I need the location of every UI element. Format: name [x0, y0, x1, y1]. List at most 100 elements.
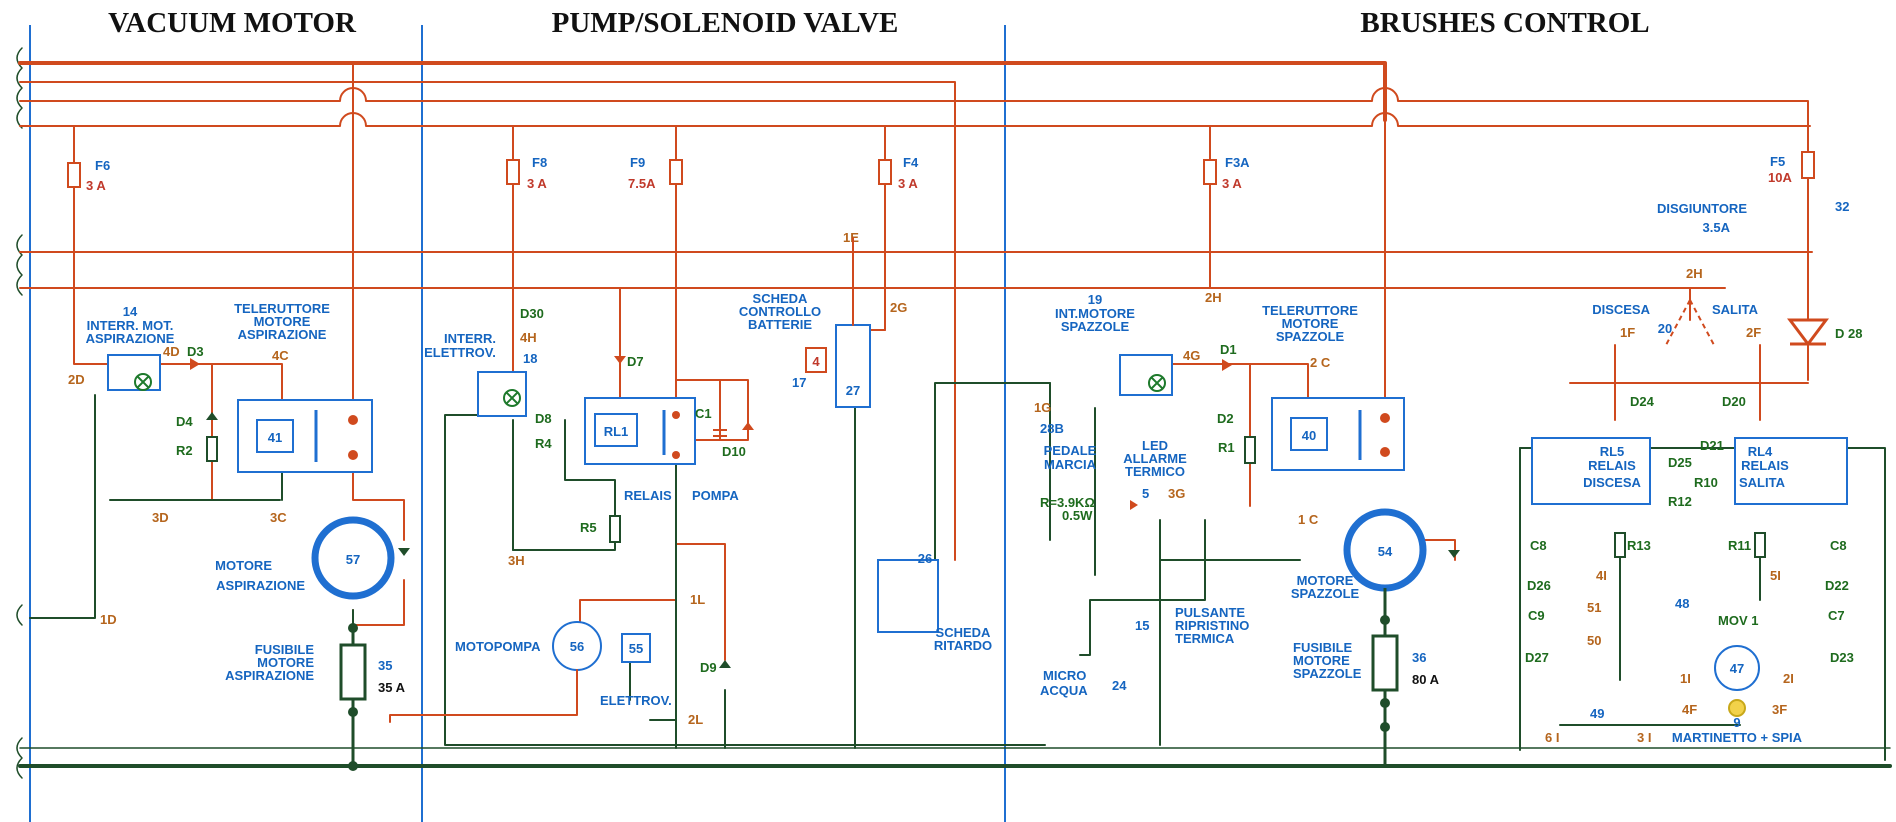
- node-2h-2: 2H: [1686, 266, 1703, 281]
- solenoid-55-label: ELETTROV.: [600, 693, 672, 708]
- fuse-f5: [1801, 151, 1815, 179]
- fuse-f6-rating: 3 A: [86, 178, 106, 193]
- resistor-value: R=3.9KΩ: [1040, 495, 1095, 510]
- section-separators: [29, 25, 1006, 822]
- led-5-label-3: TERMICO: [1125, 464, 1185, 479]
- switch-49-num: 49: [1590, 706, 1604, 721]
- diode-d9-icon: [719, 660, 731, 668]
- resistor-r5-label: R5: [580, 520, 597, 535]
- lamp-icon: [1148, 374, 1166, 392]
- capacitor-c7-label: C7: [1828, 608, 1845, 623]
- contactor-41-label-2: MOTORE: [254, 314, 311, 329]
- motor-57: [311, 516, 395, 600]
- relay-rl5-num: RL5: [1600, 444, 1625, 459]
- battery-control-label-3: BATTERIE: [748, 317, 812, 332]
- solenoid-55: [621, 633, 651, 663]
- breaker-32-label-2: 3.5A: [1703, 220, 1731, 235]
- node-4d: 4D: [163, 344, 180, 359]
- switch-18-label-1: INTERR.: [444, 331, 496, 346]
- section-title-pump-solenoid-valve: PUMP/SOLENOID VALVE: [552, 7, 899, 39]
- fuse-f8: [506, 159, 520, 185]
- node-4i: 4I: [1596, 568, 1607, 583]
- resistor-r11-label: R11: [1728, 538, 1751, 553]
- fuse-35-label-1: FUSIBILE: [255, 642, 315, 657]
- fuse-36-label-3: SPAZZOLE: [1293, 666, 1362, 681]
- jack-motor-47-num: 47: [1730, 661, 1744, 676]
- fuse-f5-id: F5: [1770, 154, 1785, 169]
- lamp-cross-icon: [136, 375, 150, 389]
- node-2g: 2G: [890, 300, 907, 315]
- diode-d8-label: D8: [535, 411, 552, 426]
- pedal-28-label-1: PEDALE: [1044, 443, 1097, 458]
- diode-d10-label: D10: [722, 444, 746, 459]
- diode-d2-label: D2: [1217, 411, 1234, 426]
- contactor-41-coil: [256, 419, 294, 453]
- switch-19-label-1: INT.MOTORE: [1055, 306, 1135, 321]
- node-1e: 1E: [843, 230, 859, 245]
- fuse-f5-rating: 10A: [1768, 170, 1792, 185]
- diode-d24-label: D24: [1630, 394, 1655, 409]
- contactor-40-num: 40: [1302, 428, 1316, 443]
- relay-rl5-label-2: DISCESA: [1583, 475, 1641, 490]
- pump-motor-56-num: 56: [570, 639, 584, 654]
- lamp-icon: [503, 389, 521, 407]
- battery-control-27: [835, 324, 871, 408]
- relay-rl5-box: [1531, 437, 1651, 505]
- relay-rl5-label-1: RELAIS: [1588, 458, 1636, 473]
- diode-d28-icon: [1787, 318, 1829, 347]
- fuse-f9: [669, 159, 683, 185]
- power-buses: [18, 61, 1813, 561]
- node-2h: 2H: [1205, 290, 1222, 305]
- relay-rl1-coil: [594, 413, 638, 447]
- fuse-f6-id: F6: [95, 158, 110, 173]
- fuse-f9-id: F9: [630, 155, 645, 170]
- motor-57-label-1: MOTORE: [215, 558, 272, 573]
- motor-57-label-2: ASPIRAZIONE: [216, 578, 305, 593]
- switch-14-box: [107, 354, 161, 391]
- capacitor-c8b-label: C8: [1830, 538, 1847, 553]
- fuse-f8-rating: 3 A: [527, 176, 547, 191]
- node-3g: 3G: [1168, 486, 1185, 501]
- mov1-label: MOV 1: [1718, 613, 1758, 628]
- pump-label: POMPA: [692, 488, 739, 503]
- resistor-r13-label: R13: [1627, 538, 1651, 553]
- fuse-36-label-2: MOTORE: [1293, 653, 1350, 668]
- solenoid-55-num: 55: [629, 641, 643, 656]
- motor-54-num: 54: [1378, 544, 1393, 559]
- led-5-icon: [1130, 500, 1138, 510]
- relay-label: RELAIS: [624, 488, 672, 503]
- delay-board-label-1: SCHEDA: [936, 625, 992, 640]
- contactor-41-label-3: ASPIRAZIONE: [238, 327, 327, 342]
- node-2l: 2L: [688, 712, 703, 727]
- resistor-r10-label: R10: [1694, 475, 1718, 490]
- breaker-32-label-1: DISGIUNTORE: [1657, 201, 1747, 216]
- switch-19-box: [1119, 354, 1173, 396]
- button-15-label-1: PULSANTE: [1175, 605, 1245, 620]
- node-5i: 5I: [1770, 568, 1781, 583]
- motor-54-label-2: SPAZZOLE: [1291, 586, 1360, 601]
- warning-lamp-9-num: 9: [1733, 715, 1740, 730]
- micro-24-label-2: ACQUA: [1040, 683, 1088, 698]
- resistor-r5-icon: [609, 515, 621, 543]
- martinetto-spia-label: MARTINETTO + SPIA: [1672, 730, 1803, 745]
- button-15-num: 15: [1135, 618, 1149, 633]
- node-1c: 1 C: [1298, 512, 1319, 527]
- diode-icon: [398, 548, 410, 556]
- warning-lamp-9: [1728, 699, 1746, 717]
- capacitor-c1-label: C1: [695, 406, 712, 421]
- capacitor-c8a-label: C8: [1530, 538, 1547, 553]
- fuse-35-label-3: ASPIRAZIONE: [225, 668, 314, 683]
- diode-d4-label: D4: [176, 414, 193, 429]
- node-3i: 3 I: [1637, 730, 1651, 745]
- section-title-brushes-control: BRUSHES CONTROL: [1360, 7, 1649, 39]
- switch-19-label-2: SPAZZOLE: [1061, 319, 1130, 334]
- diode-d4-icon: [206, 412, 218, 420]
- button-15-label-2: RIPRISTINO: [1175, 618, 1249, 633]
- battery-control-label-2: CONTROLLO: [739, 304, 821, 319]
- section-title-vacuum-motor: VACUUM MOTOR: [108, 7, 357, 39]
- fuse-f4: [878, 159, 892, 185]
- contactor-41-num: 41: [268, 430, 282, 445]
- led-5-num: 5: [1142, 486, 1149, 501]
- salita-label: SALITA: [1712, 302, 1759, 317]
- fuse-35-rating: 35 A: [378, 680, 406, 695]
